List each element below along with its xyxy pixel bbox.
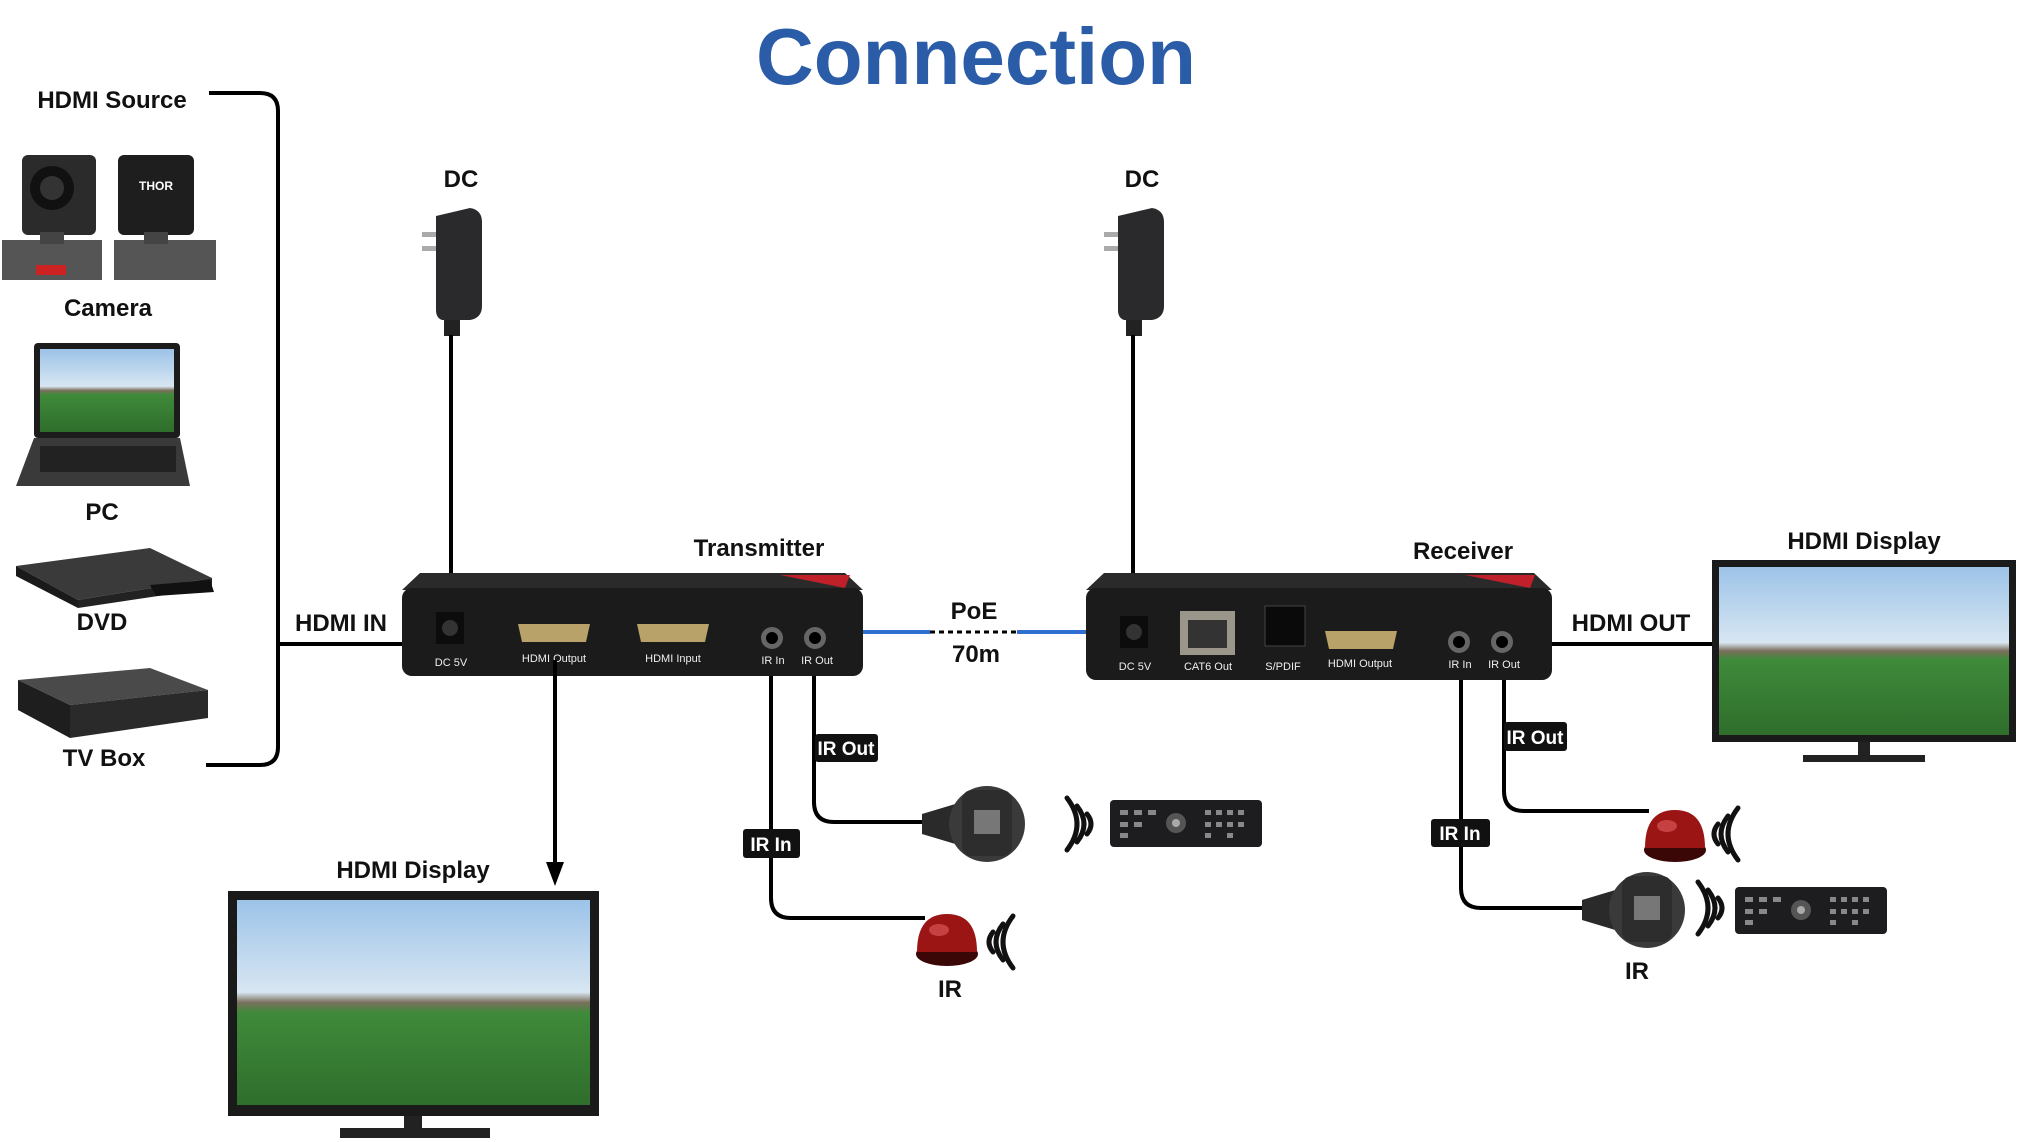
hdmi-source-label: HDMI Source: [37, 87, 186, 114]
hdmi-display-right: [1712, 560, 2016, 762]
tx-port-dc: DC 5V: [435, 657, 468, 669]
rx-ir-in-cable: [1459, 680, 1585, 910]
tx-ir-in-tag: [743, 829, 800, 858]
hdmi-in-label: HDMI IN: [295, 610, 387, 637]
pc-label: PC: [85, 499, 118, 526]
distance-label: 70m: [952, 641, 1000, 668]
tx-port-ir-in: IR In: [761, 655, 784, 667]
tx-receiver-waves-icon: [989, 916, 1013, 968]
dc-left-label: DC: [444, 166, 479, 193]
rx-receiver-waves-icon: [1714, 808, 1738, 860]
power-adapter-left-icon: [422, 208, 482, 336]
tv-box-image: [18, 668, 208, 738]
rx-ir-label: IR: [1625, 958, 1649, 985]
tx-ir-receiver-icon: [916, 914, 978, 966]
page-title: Connection: [756, 12, 1196, 101]
hdmi-display-bottom-label: HDMI Display: [336, 857, 490, 884]
rx-ir-out-tag: [1504, 722, 1567, 751]
rx-ir-in-tag-text: IR In: [1439, 824, 1480, 845]
receiver-label: Receiver: [1413, 538, 1513, 565]
camera-label: Camera: [64, 295, 153, 322]
pc-laptop-image: [16, 343, 190, 486]
rx-ir-in-tag: [1431, 819, 1490, 847]
tv-box-label: TV Box: [63, 745, 146, 772]
tx-ir-out-tag: [815, 734, 878, 762]
hdmi-out-label: HDMI OUT: [1572, 610, 1691, 637]
tx-port-hdmi-input: HDMI Input: [645, 653, 701, 665]
rx-port-ir-out: IR Out: [1488, 659, 1520, 671]
rx-ir-receiver-icon: [1644, 810, 1706, 862]
rx-port-spdif: S/PDIF: [1265, 661, 1301, 673]
hdmi-display-bottom: [228, 891, 599, 1138]
dvd-label: DVD: [77, 609, 128, 636]
tx-ir-label: IR: [938, 976, 962, 1003]
rx-port-hdmi-output: HDMI Output: [1328, 658, 1392, 670]
source-bracket: [206, 91, 280, 767]
rx-port-ir-in: IR In: [1448, 659, 1471, 671]
tx-ir-out-tag-text: IR Out: [818, 739, 876, 760]
rx-ir-out-cable: [1502, 680, 1649, 813]
camera-brand-logo: THOR: [139, 179, 173, 193]
rx-ir-emitter-icon: [1582, 872, 1685, 948]
tx-port-hdmi-output: HDMI Output: [522, 653, 586, 665]
arrow-down-icon: [546, 862, 564, 886]
power-adapter-right-icon: [1104, 208, 1164, 336]
tx-emitter-waves-icon: [1067, 798, 1091, 850]
rx-emitter-waves-icon: [1698, 882, 1722, 934]
transmitter-label: Transmitter: [694, 535, 825, 562]
dc-right-label: DC: [1125, 166, 1160, 193]
receiver-device: DC 5V CAT6 Out S/PDIF HDMI Output IR In …: [1086, 573, 1552, 680]
tx-ir-emitter-icon: [922, 786, 1025, 862]
dvd-player-image: [16, 548, 214, 608]
poe-label: PoE: [951, 598, 998, 625]
tx-port-ir-out: IR Out: [801, 655, 833, 667]
rx-port-dc: DC 5V: [1119, 661, 1152, 673]
tx-ir-in-tag-text: IR In: [750, 835, 791, 856]
transmitter-device: DC 5V HDMI Output HDMI Input IR In IR Ou…: [402, 573, 863, 676]
hdmi-display-right-label: HDMI Display: [1787, 528, 1941, 555]
tx-remote-control-icon: [1110, 800, 1262, 847]
tx-ir-in-cable: [769, 676, 925, 920]
rx-port-cat6: CAT6 Out: [1184, 661, 1232, 673]
rx-remote-control-icon: [1735, 887, 1887, 934]
camera-image: THOR: [2, 155, 216, 280]
tx-ir-out-cable: [812, 676, 930, 824]
rx-ir-out-tag-text: IR Out: [1507, 728, 1565, 749]
